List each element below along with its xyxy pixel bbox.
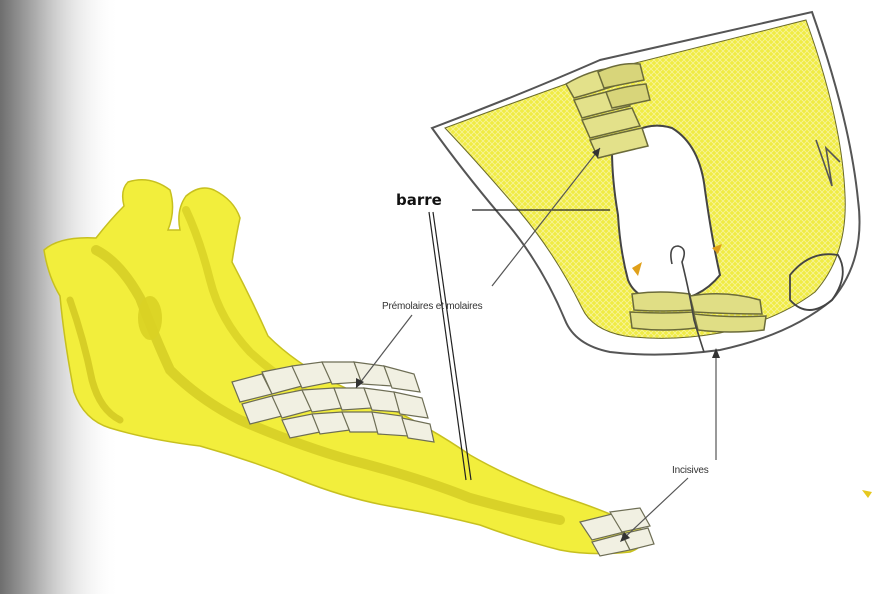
incisives-label: Incisives xyxy=(672,465,709,476)
barre-label: barre xyxy=(396,191,442,209)
yellow-mark xyxy=(860,486,874,500)
upper-jaw-palate xyxy=(432,12,860,355)
mandible-foramen xyxy=(138,296,162,340)
premolaires-label: Prémolaires et molaires xyxy=(382,301,482,312)
